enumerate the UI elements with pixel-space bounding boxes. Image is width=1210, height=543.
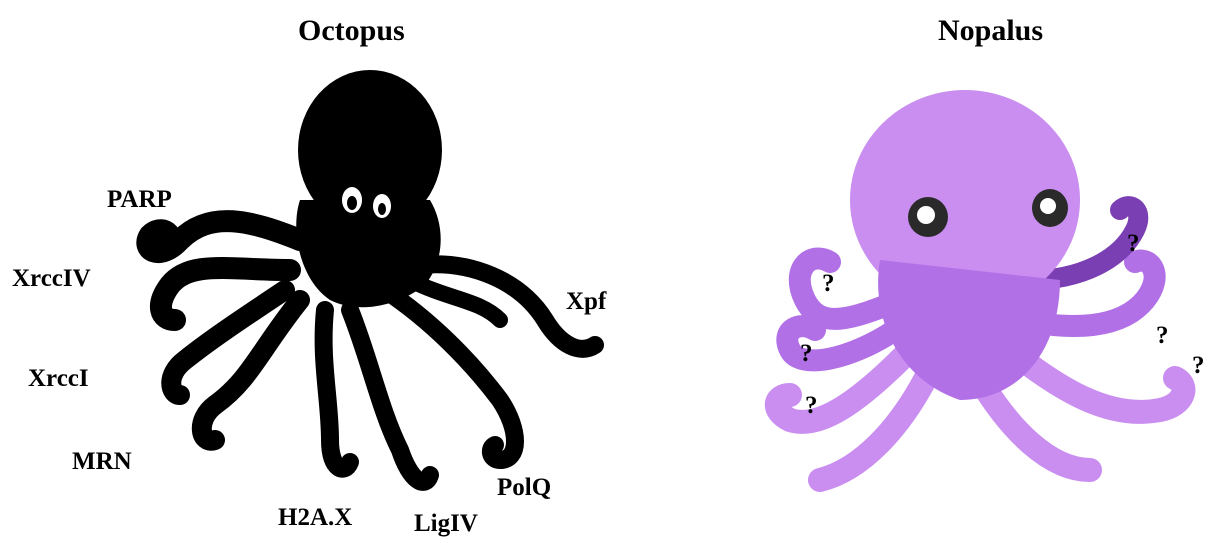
question-mark-4: ? xyxy=(1127,230,1140,258)
label-xrcc4: XrccIV xyxy=(12,265,91,293)
label-mrn: MRN xyxy=(72,448,132,476)
label-xrcc1: XrccI xyxy=(28,365,89,393)
label-polq: PolQ xyxy=(497,474,551,502)
question-mark-2: ? xyxy=(800,340,813,368)
question-mark-3: ? xyxy=(805,392,818,420)
label-parp: PARP xyxy=(107,186,172,214)
label-h2ax: H2A.X xyxy=(278,504,352,532)
question-mark-5: ? xyxy=(1156,322,1169,350)
question-mark-1: ? xyxy=(822,270,835,298)
label-lig4: LigIV xyxy=(414,510,478,538)
label-xpf: Xpf xyxy=(566,288,606,316)
question-mark-6: ? xyxy=(1192,352,1205,380)
